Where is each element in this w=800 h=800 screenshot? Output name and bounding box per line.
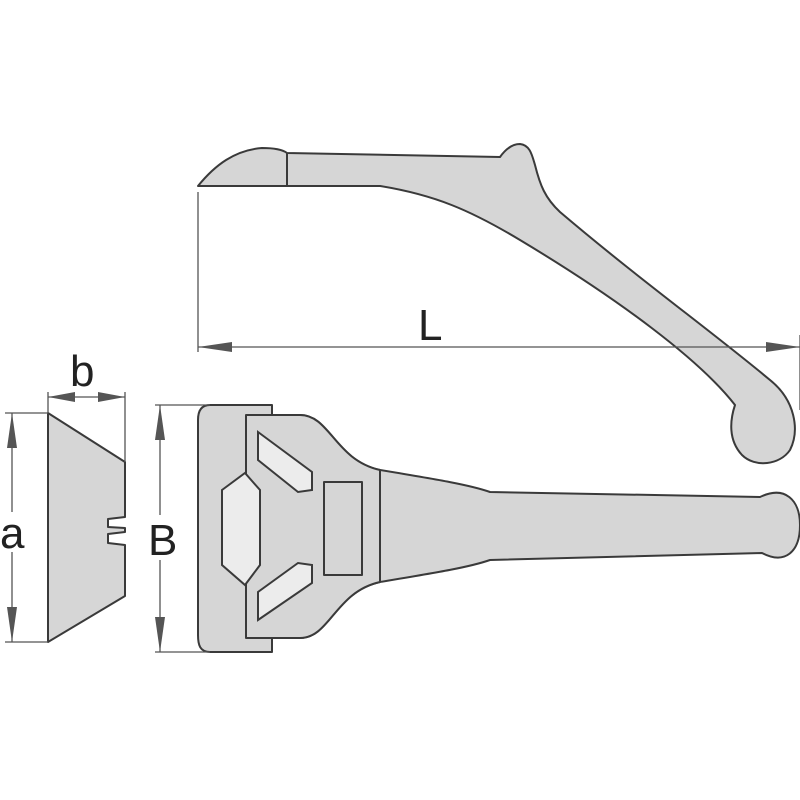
head-height-dimension: B xyxy=(140,404,210,653)
blade xyxy=(47,412,126,643)
blade-width-dimension: b xyxy=(47,347,126,462)
tool-top-view xyxy=(197,404,800,653)
head-height-label: B xyxy=(148,516,177,565)
length-dimension: L xyxy=(197,192,800,410)
blade-height-label: a xyxy=(0,509,25,558)
tool-side-view xyxy=(197,143,796,465)
blade-height-dimension: a xyxy=(0,412,48,643)
length-label: L xyxy=(418,301,442,350)
blade-width-label: b xyxy=(70,347,94,396)
